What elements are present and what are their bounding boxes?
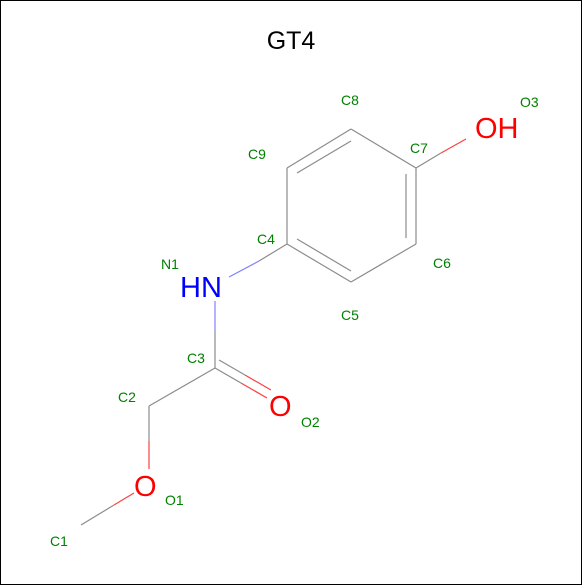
atom-label-c4: C4 (257, 231, 275, 247)
bond-c3-o2 (214, 367, 242, 384)
bond-o1-c1 (80, 504, 115, 526)
bond-c3-c2 (148, 367, 216, 407)
bonds (80, 128, 467, 526)
bond-c3-o2-red (240, 382, 268, 399)
atom-label-n1: N1 (161, 256, 179, 272)
atom-label-c7: C7 (410, 140, 428, 156)
atom-label-o3: O3 (520, 94, 539, 110)
bond-c4-n1 (258, 243, 288, 262)
atom-label-c3: C3 (187, 350, 205, 366)
hydroxyl-group: OH (475, 113, 519, 145)
bond-c5-c4 (286, 243, 352, 283)
atom-label-c9: C9 (248, 146, 266, 162)
atom-label-c5: C5 (341, 307, 359, 323)
bond-c3-o2-second-red (244, 374, 272, 391)
bond-c9-c8-inner (296, 140, 352, 174)
bond-c3-o2-second (218, 359, 246, 376)
bond-c4-n1-blue (228, 260, 260, 278)
molecule-title: GT4 (266, 27, 316, 55)
atom-label-c1: C1 (50, 533, 68, 549)
atom-label-o1: O1 (165, 492, 184, 508)
bond-c8-c7 (350, 128, 417, 169)
bond-c9-c8 (286, 128, 352, 169)
amine-group: HN (180, 272, 222, 304)
atom-label-c8: C8 (341, 92, 359, 108)
bond-o1-c1-red (113, 492, 135, 506)
carbonyl-oxygen: O (269, 391, 292, 423)
atom-label-c2: C2 (118, 389, 136, 405)
ether-oxygen: O (134, 471, 157, 503)
atom-label-c6: C6 (433, 255, 451, 271)
bond-c6-c5 (350, 243, 417, 283)
bond-c7-o3-red (440, 138, 467, 154)
atom-label-o2: O2 (301, 414, 320, 430)
bond-c5-c4-inner (296, 238, 352, 272)
bond-c7-o3 (415, 152, 442, 169)
